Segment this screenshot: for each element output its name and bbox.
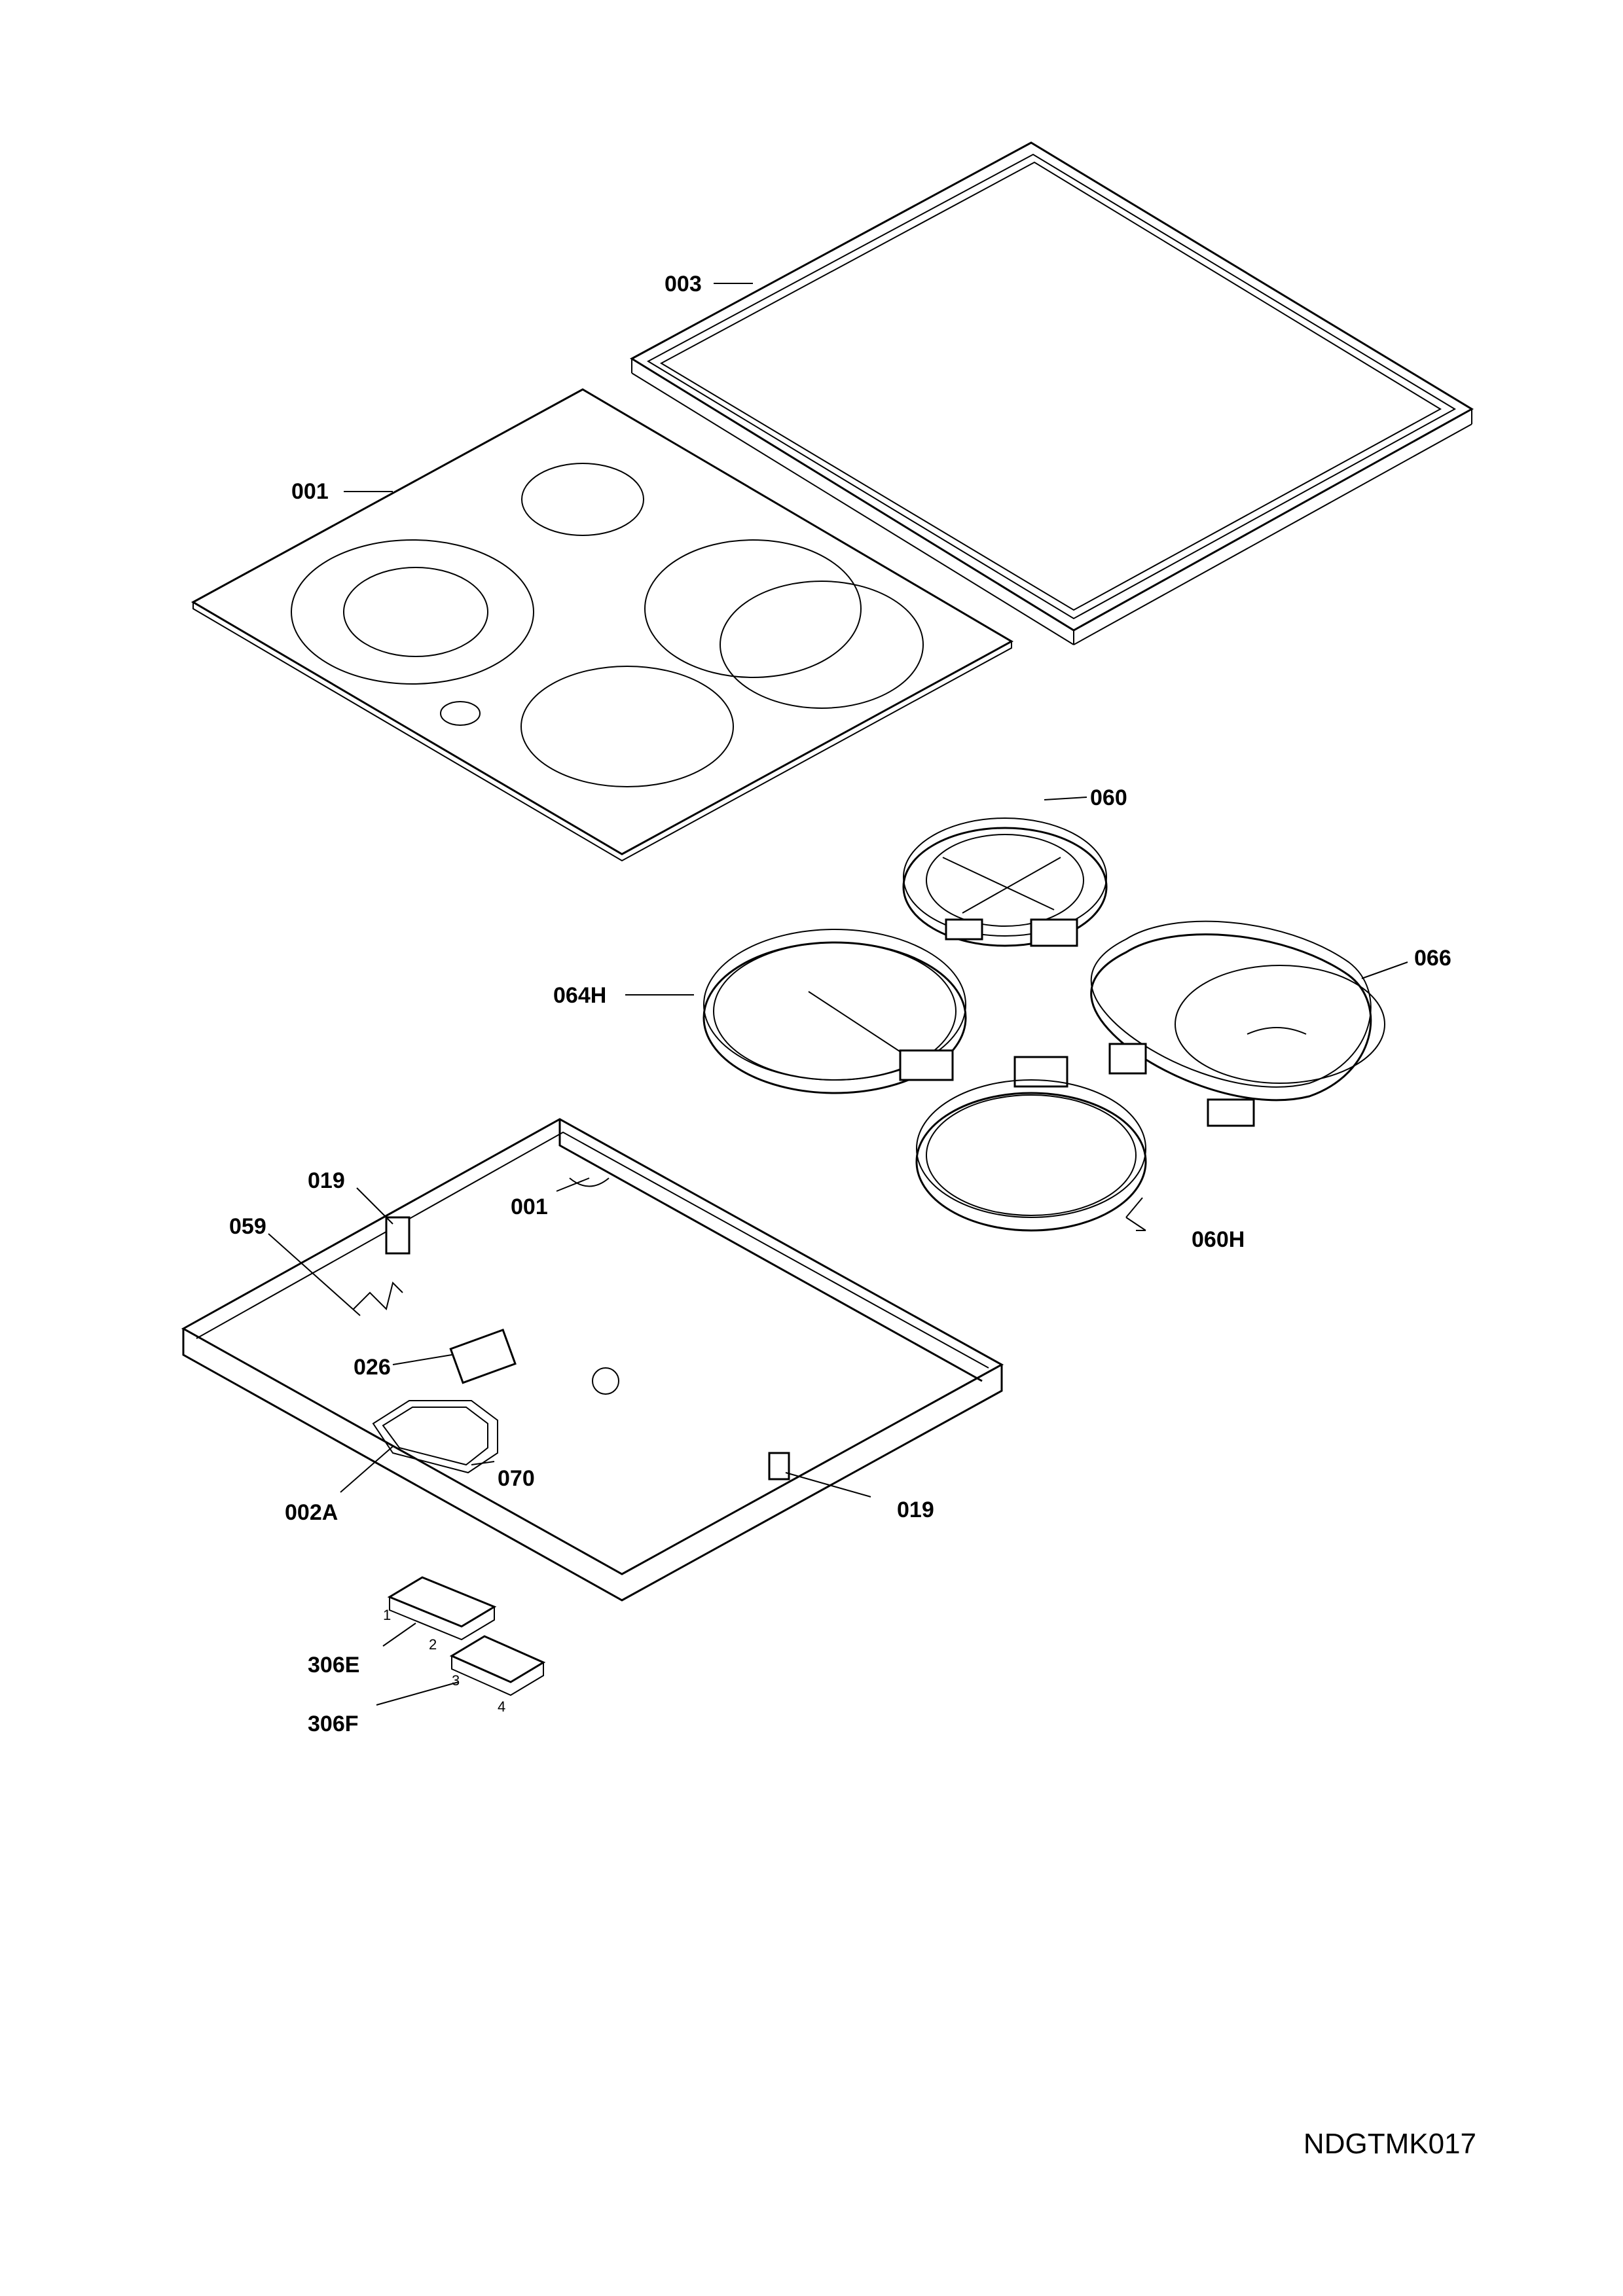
label-306E: 306E (308, 1653, 359, 1677)
connector-306F (449, 1635, 546, 1696)
base-tray (181, 1118, 1004, 1602)
label-306F: 306F (308, 1712, 359, 1736)
connector-306E (387, 1576, 497, 1641)
label-002A: 002A (285, 1500, 338, 1525)
label-003: 003 (665, 272, 702, 296)
clip-059 (353, 1282, 403, 1310)
terminal-number-2: 2 (429, 1636, 437, 1653)
terminal-block-019-right (768, 1452, 790, 1480)
label-064H: 064H (553, 983, 606, 1008)
label-066: 066 (1414, 946, 1451, 971)
glass-cooktop-001 (191, 388, 1014, 862)
leader-lines (268, 283, 1408, 1706)
heating-element-060H (915, 1079, 1147, 1232)
terminal-block-019-left (385, 1216, 410, 1255)
label-060: 060 (1090, 785, 1127, 810)
heating-element-064H (702, 929, 967, 1094)
frame-003 (630, 141, 1474, 645)
terminal-number-1: 1 (383, 1607, 391, 1623)
heating-element-060 (902, 817, 1108, 947)
label-070: 070 (498, 1466, 535, 1491)
terminal-number-3: 3 (452, 1672, 460, 1689)
drawing-code: NDGTMK017 (1304, 2128, 1476, 2160)
label-059: 059 (229, 1214, 266, 1239)
label-060H: 060H (1192, 1227, 1245, 1252)
terminal-number-4: 4 (498, 1698, 505, 1715)
label-026: 026 (354, 1355, 391, 1380)
label-019-right: 019 (897, 1498, 934, 1522)
label-001-base: 001 (511, 1194, 548, 1219)
heating-element-066 (1013, 920, 1385, 1127)
label-019-left: 019 (308, 1168, 345, 1193)
label-001-glass: 001 (291, 479, 329, 504)
